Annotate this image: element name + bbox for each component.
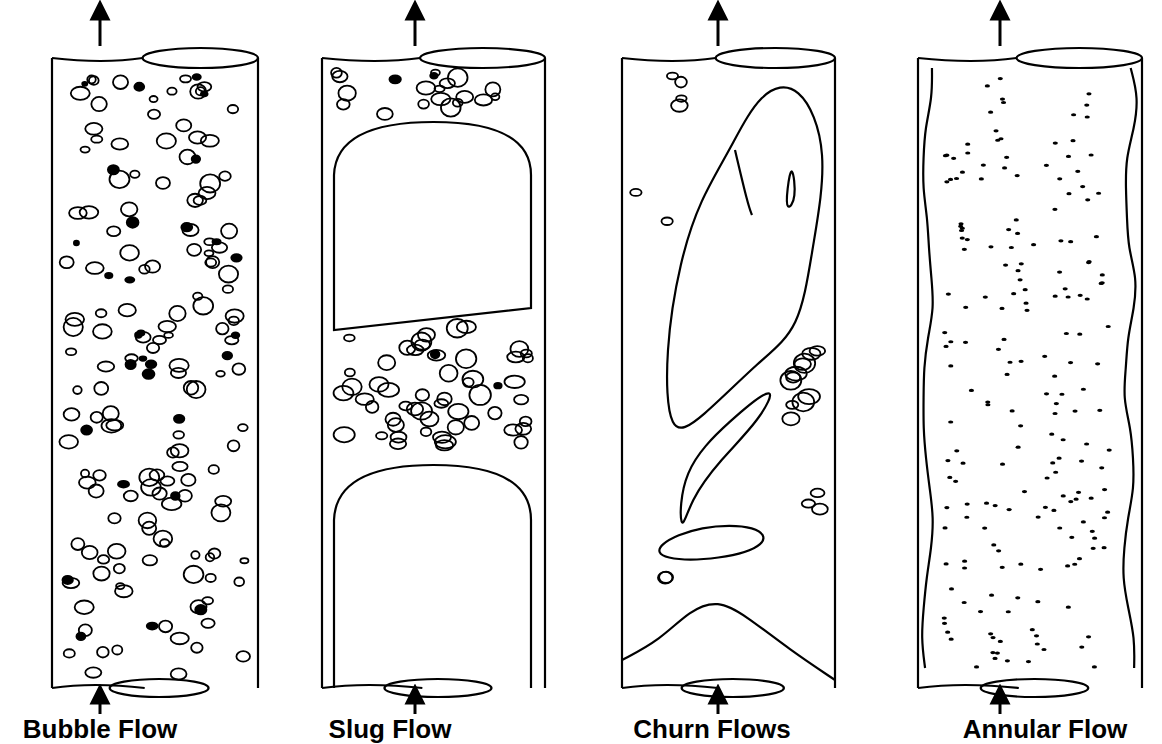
flow-arrow <box>999 694 1002 714</box>
pipe <box>918 48 1142 697</box>
flow-arrow <box>99 694 102 714</box>
bubbles <box>59 74 250 679</box>
flow-arrow <box>999 10 1002 46</box>
slug-bubbles <box>331 68 533 688</box>
pipe <box>322 48 545 697</box>
pipe <box>622 48 835 697</box>
regime-label: Slug Flow <box>329 716 452 742</box>
churn-gas <box>622 73 835 680</box>
flow-arrow <box>414 694 417 714</box>
regime-label: Bubble Flow <box>23 716 178 742</box>
regime-label: Annular Flow <box>963 716 1128 742</box>
pipe <box>52 48 258 697</box>
flow-arrow <box>717 694 720 714</box>
flow-arrow <box>99 10 102 46</box>
regime-label: Churn Flows <box>633 716 790 742</box>
flow-arrow <box>717 10 720 46</box>
flow-arrow <box>414 10 417 46</box>
liquid-film <box>922 68 1136 669</box>
